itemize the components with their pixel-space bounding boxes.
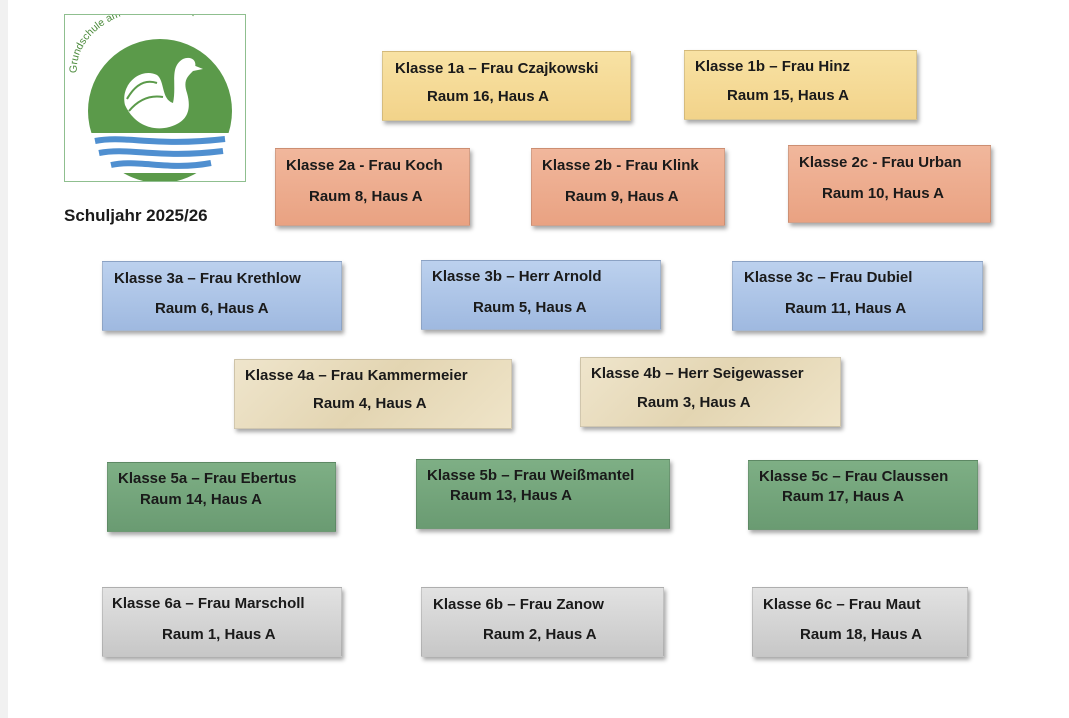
class-card-5a: Klasse 5a – Frau Ebertus Raum 14, Haus A <box>107 462 336 532</box>
class-title: Klasse 5a – Frau Ebertus <box>118 470 297 487</box>
class-title: Klasse 2c - Frau Urban <box>799 154 962 171</box>
page: Grundschule am Schwanenteich Schuljahr 2… <box>8 0 1069 718</box>
school-logo: Grundschule am Schwanenteich <box>64 14 246 182</box>
class-card-6c: Klasse 6c – Frau Maut Raum 18, Haus A <box>752 587 968 657</box>
class-card-1b: Klasse 1b – Frau Hinz Raum 15, Haus A <box>684 50 917 120</box>
class-card-3b: Klasse 3b – Herr Arnold Raum 5, Haus A <box>421 260 661 330</box>
swan-logo-icon: Grundschule am Schwanenteich <box>68 15 233 181</box>
class-card-4b: Klasse 4b – Herr Seigewasser Raum 3, Hau… <box>580 357 841 427</box>
class-title: Klasse 3b – Herr Arnold <box>432 268 602 285</box>
class-title: Klasse 3a – Frau Krethlow <box>114 270 301 287</box>
class-title: Klasse 6c – Frau Maut <box>763 596 921 613</box>
class-room: Raum 3, Haus A <box>637 394 751 411</box>
class-room: Raum 10, Haus A <box>822 185 944 202</box>
class-card-3a: Klasse 3a – Frau Krethlow Raum 6, Haus A <box>102 261 342 331</box>
class-room: Raum 9, Haus A <box>565 188 679 205</box>
class-title: Klasse 2a - Frau Koch <box>286 157 443 174</box>
class-card-6a: Klasse 6a – Frau Marscholl Raum 1, Haus … <box>102 587 342 657</box>
class-room: Raum 5, Haus A <box>473 299 587 316</box>
class-title: Klasse 1a – Frau Czajkowski <box>395 60 599 77</box>
class-title: Klasse 2b - Frau Klink <box>542 157 699 174</box>
class-room: Raum 14, Haus A <box>140 491 262 508</box>
class-room: Raum 13, Haus A <box>450 487 572 504</box>
class-room: Raum 2, Haus A <box>483 626 597 643</box>
class-room: Raum 15, Haus A <box>727 87 849 104</box>
class-card-5c: Klasse 5c – Frau Claussen Raum 17, Haus … <box>748 460 978 530</box>
class-title: Klasse 4b – Herr Seigewasser <box>591 365 804 382</box>
class-room: Raum 4, Haus A <box>313 395 427 412</box>
class-card-2b: Klasse 2b - Frau Klink Raum 9, Haus A <box>531 148 725 226</box>
class-room: Raum 1, Haus A <box>162 626 276 643</box>
class-card-5b: Klasse 5b – Frau Weißmantel Raum 13, Hau… <box>416 459 670 529</box>
class-title: Klasse 5b – Frau Weißmantel <box>427 467 635 484</box>
class-title: Klasse 6b – Frau Zanow <box>433 596 604 613</box>
class-title: Klasse 3c – Frau Dubiel <box>744 269 913 286</box>
class-card-3c: Klasse 3c – Frau Dubiel Raum 11, Haus A <box>732 261 983 331</box>
school-year: Schuljahr 2025/26 <box>64 206 208 225</box>
class-card-2a: Klasse 2a - Frau Koch Raum 8, Haus A <box>275 148 470 226</box>
class-room: Raum 6, Haus A <box>155 300 269 317</box>
class-title: Klasse 1b – Frau Hinz <box>695 58 851 75</box>
class-room: Raum 11, Haus A <box>785 300 907 317</box>
class-card-4a: Klasse 4a – Frau Kammermeier Raum 4, Hau… <box>234 359 512 429</box>
class-room: Raum 18, Haus A <box>800 626 922 643</box>
class-room: Raum 17, Haus A <box>782 488 904 505</box>
class-card-2c: Klasse 2c - Frau Urban Raum 10, Haus A <box>788 145 991 223</box>
class-title: Klasse 4a – Frau Kammermeier <box>245 367 468 384</box>
class-card-6b: Klasse 6b – Frau Zanow Raum 2, Haus A <box>421 587 664 657</box>
class-title: Klasse 5c – Frau Claussen <box>759 468 949 485</box>
class-room: Raum 8, Haus A <box>309 188 423 205</box>
class-card-1a: Klasse 1a – Frau Czajkowski Raum 16, Hau… <box>382 51 631 121</box>
class-room: Raum 16, Haus A <box>427 88 549 105</box>
class-title: Klasse 6a – Frau Marscholl <box>112 595 305 612</box>
